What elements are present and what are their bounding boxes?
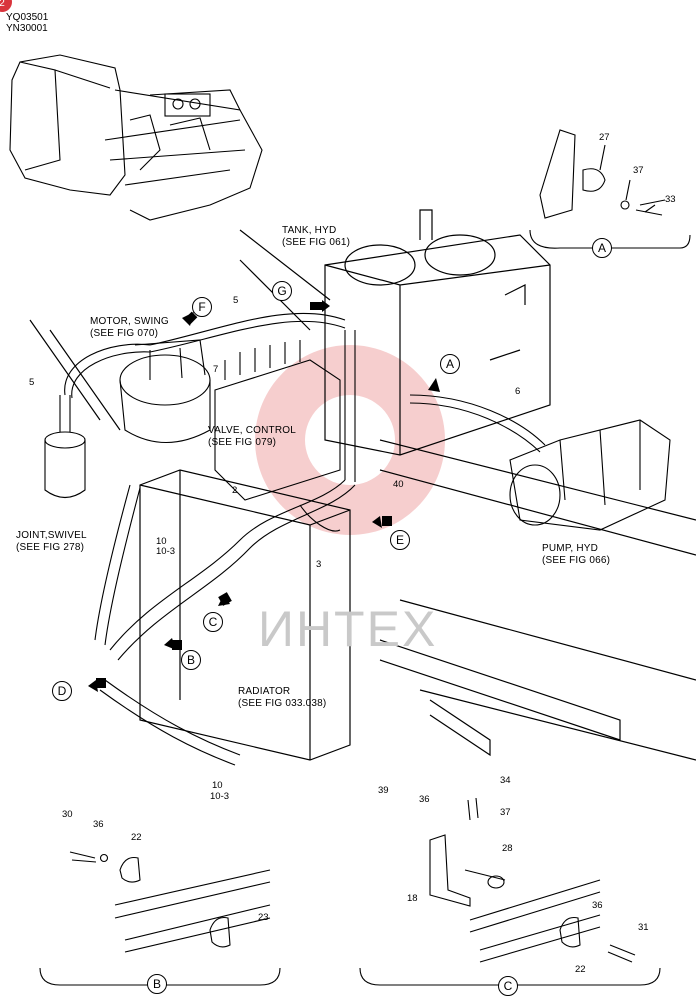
joint-label: JOINT,SWIVEL [16,530,87,541]
hydraulic-pump [509,419,671,531]
tank-label: TANK, HYD [282,225,337,236]
part-36-a: 36 [93,819,104,830]
view-b-circle: B [181,650,201,670]
part-28: 28 [502,843,513,854]
radiator-label: RADIATOR [238,686,291,697]
valve-ref: (SEE FIG 079) [208,437,277,448]
view-c-circle-detail: C [498,976,518,996]
part-7: 7 [213,364,219,375]
detail-b-view [39,851,281,986]
machine-overview-inset [9,54,263,221]
view-g-circle: G [272,281,292,301]
view-a-circle-detail: A [592,238,612,258]
joint-ref: (SEE FIG 278) [16,542,85,553]
view-f-circle: F [192,297,212,317]
part-40: 40 [393,479,404,490]
part-10-a: 10 [156,536,167,547]
watermark-text: ИНТЕХ [258,601,438,657]
part-27: 27 [599,132,610,143]
view-a-circle: A [440,354,460,374]
drawing-code-2: YN30001 [6,23,48,34]
part-36-c: 36 [592,900,603,911]
part-5-a: 5 [233,295,239,306]
part-6: 6 [515,386,521,397]
pump-ref: (SEE FIG 066) [542,555,611,566]
radiator [139,469,351,761]
radiator-ref: (SEE FIG 033.038) [238,698,327,709]
part-30: 30 [62,809,73,820]
part-18: 18 [407,893,418,904]
part-2: 2 [232,485,238,496]
control-valve [214,340,341,501]
tank-ref: (SEE FIG 061) [282,237,351,248]
part-22-a: 22 [131,832,142,843]
page-badge: 2 [0,0,12,12]
view-e-circle: E [390,530,410,550]
part-37-b: 37 [500,807,511,818]
valve-label: VALVE, CONTROL [208,425,297,436]
hydraulic-hoses [64,312,546,766]
part-31: 31 [638,922,649,933]
part-36-b: 36 [419,794,430,805]
detail-a-view [529,129,691,249]
swing-motor [119,339,211,444]
watermark-gear [255,345,445,535]
hydraulic-tank [324,209,551,456]
part-3: 3 [316,559,322,570]
part-10-3-b: 10-3 [210,791,230,802]
part-33: 33 [665,194,676,205]
view-arrows [88,300,440,692]
view-c-circle: C [203,612,223,632]
part-5-b: 5 [29,377,35,388]
part-37-a: 37 [633,165,644,176]
part-39: 39 [378,785,389,796]
part-22-b: 22 [575,964,586,975]
part-10-b: 10 [212,780,223,791]
motor-label: MOTOR, SWING [90,316,169,327]
part-34: 34 [500,775,511,786]
view-b-circle-detail: B [147,974,167,994]
detail-c-view [359,797,661,986]
pump-label: PUMP, HYD [542,543,599,554]
part-10-3-a: 10-3 [156,546,176,557]
drawing-code-1: YQ03501 [6,12,49,23]
view-d-circle: D [52,681,72,701]
motor-ref: (SEE FIG 070) [90,328,159,339]
swivel-joint [44,395,86,499]
part-23: 23 [258,912,269,923]
